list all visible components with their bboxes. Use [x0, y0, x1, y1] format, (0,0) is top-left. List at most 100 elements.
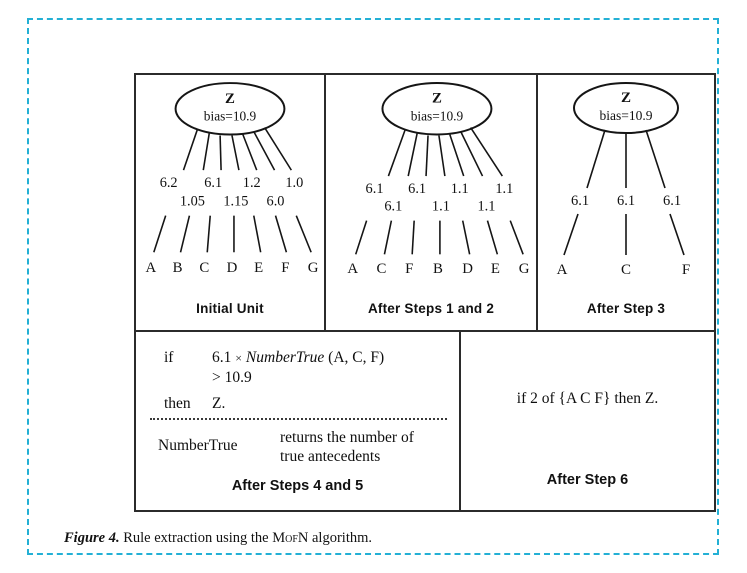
- weight-labels-row1: 6.1 6.1 1.1 1.1: [366, 181, 514, 197]
- footnote-description-line1: returns the number of: [280, 429, 414, 446]
- weight-label: 6.1: [571, 193, 589, 209]
- panel-after-step-3: Z bias=10.9 6.1 6.1 6.1: [538, 75, 714, 330]
- rule-if-line: if 6.1 × NumberTrue (A, C, F): [164, 348, 449, 368]
- leaf-label: F: [405, 261, 413, 277]
- leaf-label: C: [377, 261, 387, 277]
- footnote-term: NumberTrue: [158, 437, 238, 454]
- weight-label: 1.2: [243, 175, 261, 191]
- leaf-labels: A C F B D E G: [347, 261, 529, 277]
- rule-consequent: Z.: [212, 394, 226, 412]
- leaf-label: F: [281, 260, 289, 276]
- edges-node-to-weights: [182, 127, 293, 171]
- weight-label: 1.1: [495, 181, 513, 197]
- figure-caption: Figure 4. Rule extraction using the MofN…: [64, 530, 372, 547]
- rule-weight: 6.1: [212, 349, 232, 366]
- leaf-label: D: [462, 261, 473, 277]
- panel-caption-after-step-6: After Step 6: [546, 472, 629, 488]
- panel-caption-initial-unit: Initial Unit: [196, 301, 264, 316]
- figure-selection-frame[interactable]: Z bias=10.9 6.2 6.: [27, 18, 719, 555]
- weight-labels-row2: 6.1 1.1 1.1: [384, 199, 495, 215]
- node-z-ellipse: [174, 82, 286, 136]
- panel-initial-unit: Z bias=10.9 6.2 6.: [136, 75, 326, 330]
- panel-caption-after-step-3: After Step 3: [586, 301, 666, 316]
- rule-threshold: > 10.9: [212, 368, 252, 386]
- weight-label: 1.0: [285, 175, 303, 191]
- weight-label: 1.05: [180, 194, 205, 210]
- rule-then-line: then Z.: [164, 394, 449, 414]
- leaf-label: G: [519, 261, 530, 277]
- edges-weights-to-leaves: [354, 220, 524, 255]
- figure-caption-algorithm: MofN: [272, 530, 309, 546]
- weight-label: 6.2: [160, 175, 178, 191]
- figure-caption-text: Rule extraction using the: [123, 530, 269, 546]
- network-diagram-after-steps-1-2: Z bias=10.9 6.1 6.1 1.1: [347, 81, 530, 277]
- network-diagram-after-step-3: Z bias=10.9 6.1 6.1 6.1: [557, 82, 691, 278]
- rule-if-keyword: if: [164, 349, 174, 366]
- weight-labels-row1: 6.1 6.1 6.1: [571, 193, 681, 209]
- weight-label: 1.15: [223, 194, 248, 210]
- weight-label: 6.1: [384, 199, 402, 215]
- node-z-ellipse: [381, 81, 493, 136]
- rule-footnote: NumberTrue returns the number of true an…: [158, 428, 447, 467]
- rule-function-args: (A, C, F): [328, 349, 385, 366]
- panel-after-step-6: if 2 of {A C F} then Z. After Step 6: [461, 332, 714, 510]
- rule-threshold-line: > 10.9: [164, 368, 449, 388]
- leaf-label: F: [682, 262, 690, 278]
- node-z-bias: bias=10.9: [600, 108, 653, 123]
- network-diagram-initial-unit: Z bias=10.9 6.2 6.: [145, 82, 319, 276]
- rule-separator: [150, 418, 447, 420]
- leaf-label: C: [621, 262, 631, 278]
- weight-label: 6.1: [663, 193, 681, 209]
- rule-antecedent: 6.1 × NumberTrue (A, C, F): [212, 348, 449, 368]
- node-z-label: Z: [432, 91, 442, 107]
- weight-label: 6.1: [204, 175, 222, 191]
- node-z-bias: bias=10.9: [204, 109, 257, 124]
- panel-after-steps-1-2: Z bias=10.9 6.1 6.1 1.1: [326, 75, 538, 330]
- rule-then-keyword: then: [164, 394, 191, 412]
- weight-label: 6.1: [617, 193, 635, 209]
- rule-function-name: NumberTrue: [245, 349, 325, 366]
- panel-caption-after-steps-1-2: After Steps 1 and 2: [367, 301, 495, 316]
- leaf-label: A: [145, 260, 156, 276]
- weight-label: 6.0: [267, 194, 285, 210]
- node-z-bias: bias=10.9: [411, 109, 464, 124]
- weight-label: 6.1: [366, 181, 384, 197]
- leaf-label: E: [254, 260, 263, 276]
- figure-caption-tail: algorithm.: [312, 530, 373, 546]
- extracted-rule-block: if 6.1 × NumberTrue (A, C, F) > 10.9: [164, 348, 449, 413]
- leaf-label: C: [199, 260, 209, 276]
- node-z-label: Z: [621, 90, 631, 106]
- final-rule-text: if 2 of {A C F} then Z.: [516, 390, 659, 407]
- leaf-label: D: [227, 260, 238, 276]
- leaf-label: B: [173, 260, 183, 276]
- weight-label: 1.1: [451, 181, 469, 197]
- weight-label: 1.1: [477, 199, 495, 215]
- node-z-ellipse: [573, 82, 679, 134]
- weight-labels-row2: 1.05 1.15 6.0: [180, 194, 285, 210]
- edges-weights-to-leaves: [153, 215, 312, 253]
- leaf-label: A: [557, 262, 568, 278]
- leaf-labels: A C F: [557, 262, 691, 278]
- edges-weights-to-leaves: [563, 213, 685, 256]
- figure-box: Z bias=10.9 6.2 6.: [134, 73, 716, 512]
- edges-node-to-weights: [586, 129, 666, 189]
- figure-number: Figure 4.: [64, 530, 120, 546]
- weight-label: 1.1: [432, 199, 450, 215]
- row-divider: [136, 330, 714, 332]
- multiplication-icon: ×: [235, 351, 243, 365]
- leaf-label: A: [347, 261, 358, 277]
- panel-row-top: Z bias=10.9 6.2 6.: [136, 75, 714, 330]
- node-z-label: Z: [225, 91, 235, 107]
- edges-node-to-weights: [387, 127, 503, 177]
- panel-after-steps-4-5: if 6.1 × NumberTrue (A, C, F) > 10.9: [136, 332, 461, 510]
- leaf-labels: A B C D E F G: [145, 260, 318, 276]
- leaf-label: G: [308, 260, 319, 276]
- footnote-description: returns the number of true antecedents: [280, 428, 447, 467]
- footnote-description-line2: true antecedents: [280, 448, 381, 466]
- leaf-label: E: [491, 261, 500, 277]
- panel-row-bottom: if 6.1 × NumberTrue (A, C, F) > 10.9: [136, 332, 714, 510]
- weight-label: 6.1: [408, 181, 426, 197]
- weight-labels-row1: 6.2 6.1 1.2 1.0: [160, 175, 304, 191]
- panel-caption-after-steps-4-5: After Steps 4 and 5: [231, 478, 364, 494]
- leaf-label: B: [433, 261, 443, 277]
